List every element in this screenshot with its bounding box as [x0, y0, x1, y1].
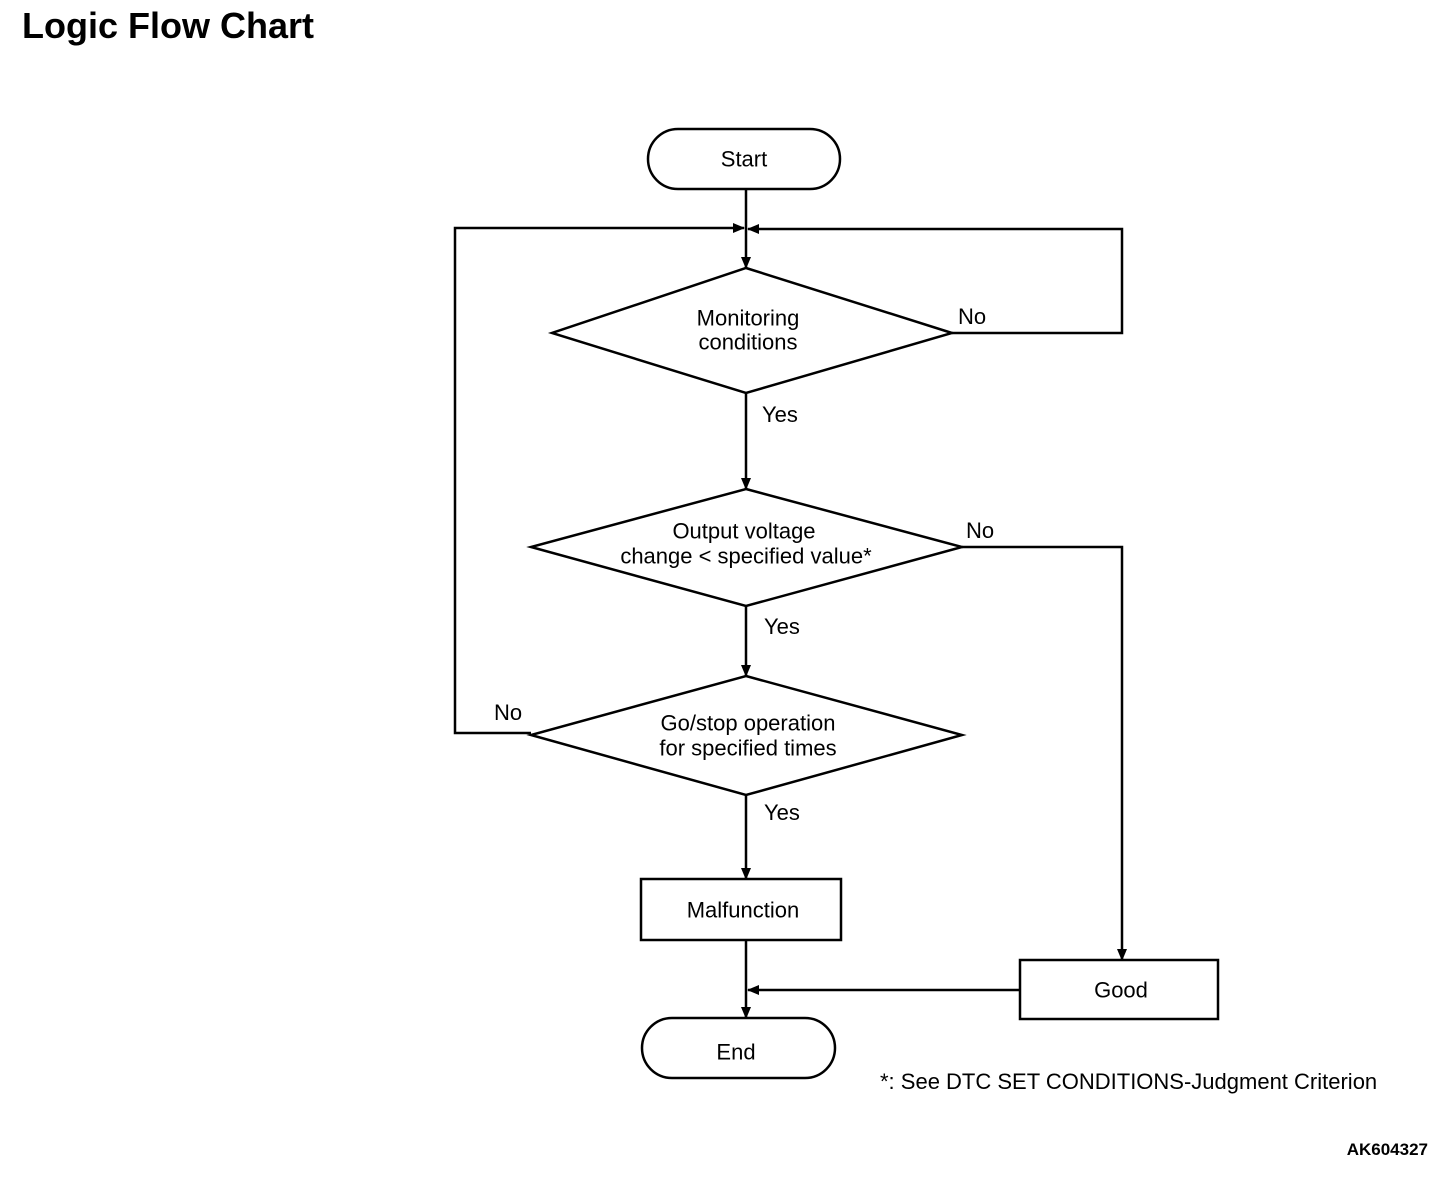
voltage-decision-shape [526, 487, 967, 608]
gostop-label-line-1: Go/stop operation [661, 711, 836, 736]
monitoring-label-line-1: Monitoring [697, 306, 800, 331]
figure-code: AK604327 [1346, 1140, 1428, 1159]
page-title: Logic Flow Chart [22, 5, 314, 46]
edges [453, 190, 1127, 1019]
end-terminator-shape [640, 1016, 837, 1080]
monitoring-decision-shape [547, 266, 957, 395]
node-go-stop: Go/stop operation for specified times [526, 674, 967, 797]
edge-label-monitoring-no: No [958, 304, 986, 329]
edge-label-voltage-yes: Yes [764, 614, 800, 639]
edge-label-monitoring-yes: Yes [762, 402, 798, 427]
edge-label-voltage-no: No [966, 518, 994, 543]
malfunction-process-shape [639, 877, 843, 942]
edge-monitoring-no-loop [747, 224, 1124, 335]
footnote: *: See DTC SET CONDITIONS-Judgment Crite… [880, 1069, 1378, 1094]
good-process-shape [1018, 958, 1220, 1021]
good-label: Good [1094, 978, 1148, 1003]
node-output-voltage: Output voltage change < specified value* [526, 487, 967, 608]
edge-label-gostop-no: No [494, 700, 522, 725]
node-start: Start [646, 127, 842, 191]
edge-labels: No Yes No Yes No Yes [494, 304, 994, 825]
monitoring-label-line-2: conditions [698, 330, 797, 355]
start-terminator-shape [646, 127, 842, 191]
start-label: Start [721, 147, 767, 172]
voltage-label-line-2: change < specified value* [620, 544, 872, 569]
gostop-decision-shape [526, 674, 967, 797]
node-good: Good [1018, 958, 1220, 1021]
gostop-label-line-2: for specified times [659, 736, 836, 761]
node-monitoring-conditions: Monitoring conditions [547, 266, 957, 395]
end-label: End [716, 1040, 755, 1065]
edge-gostop-no-loop [453, 223, 745, 735]
node-end: End [640, 1016, 837, 1080]
edge-voltage-no [962, 545, 1127, 961]
malfunction-label: Malfunction [687, 898, 800, 923]
node-malfunction: Malfunction [639, 877, 843, 942]
edge-label-gostop-yes: Yes [764, 800, 800, 825]
voltage-label-line-1: Output voltage [672, 519, 815, 544]
